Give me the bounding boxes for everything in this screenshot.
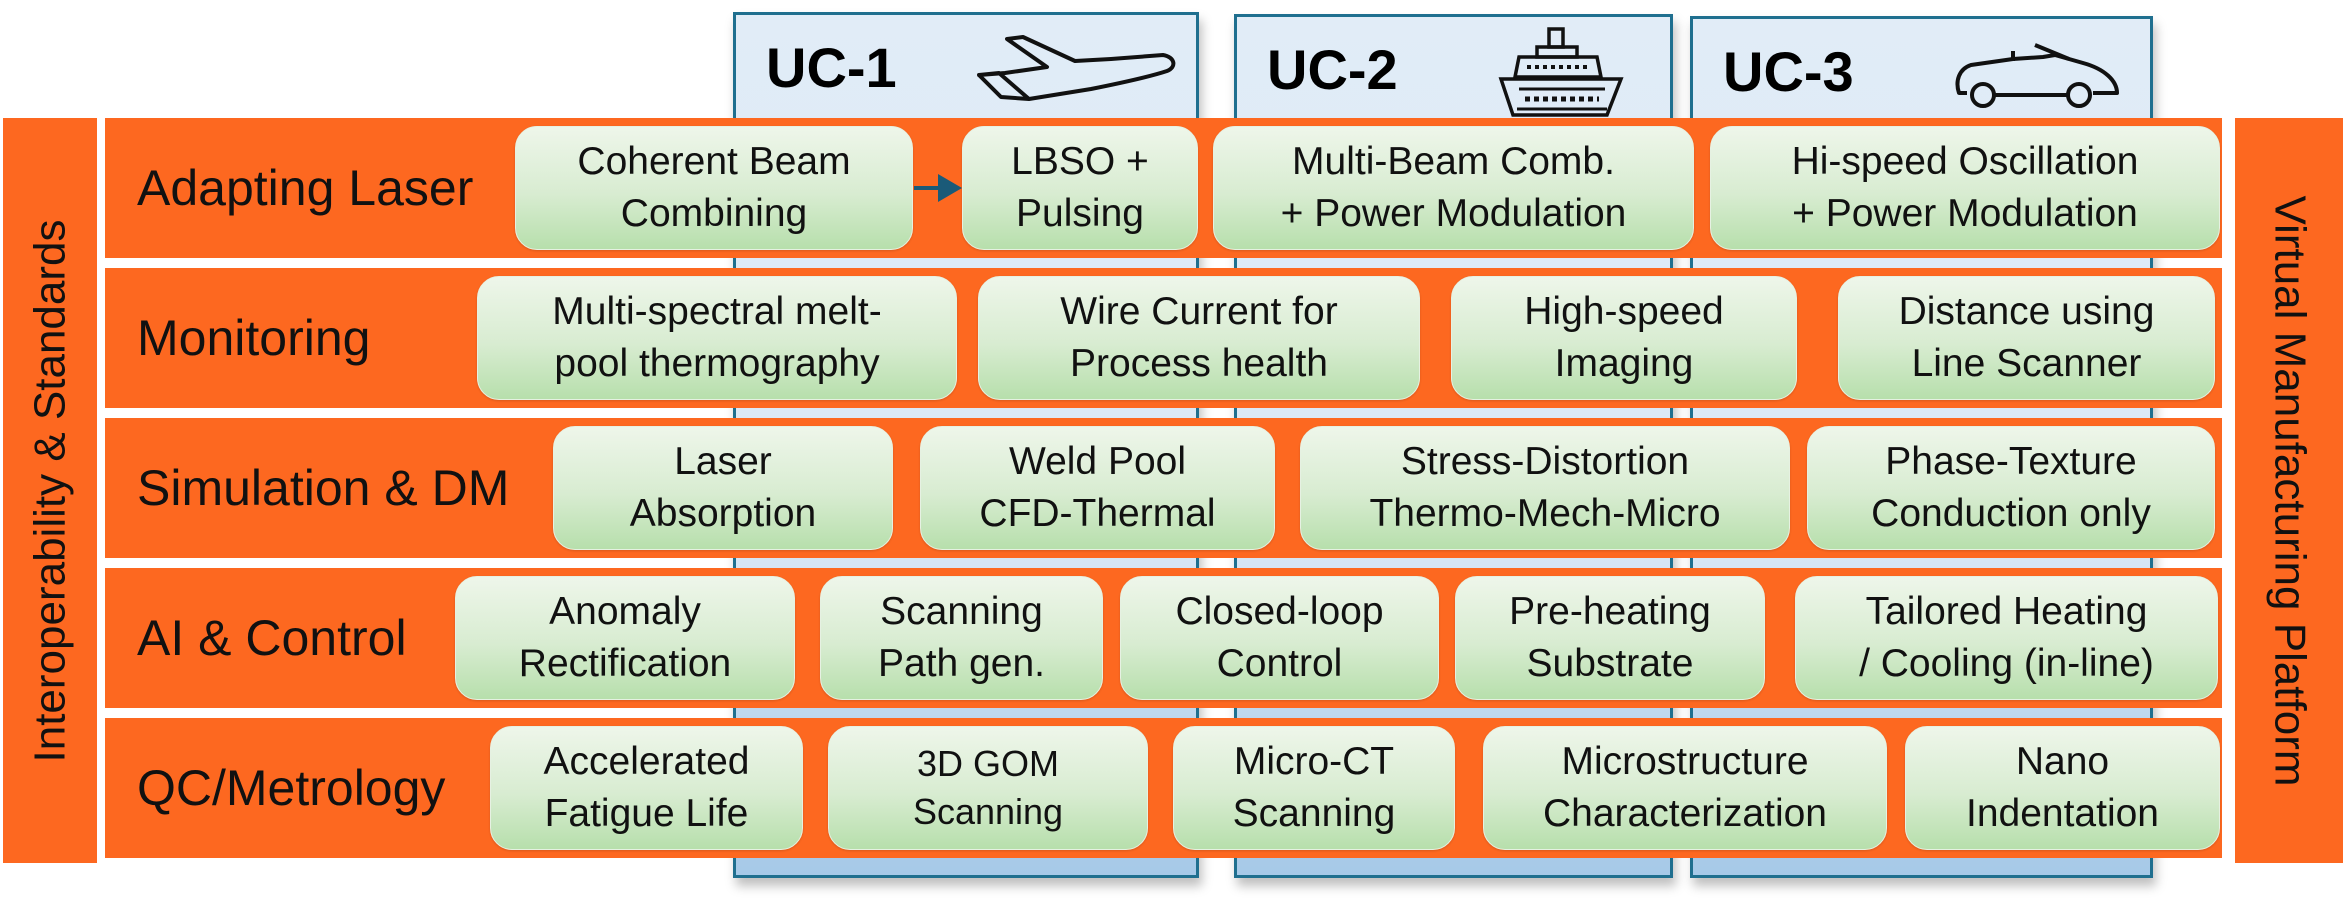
car-icon [1955, 43, 2119, 108]
capability-card: Pre-heating Substrate [1455, 576, 1765, 700]
interoperability-standards-bar: Interoperability & Standards [3, 118, 97, 863]
capability-card: Phase-Texture Conduction only [1807, 426, 2215, 550]
capability-card: Scanning Path gen. [820, 576, 1103, 700]
airplane-icon [977, 35, 1176, 101]
capability-card: High-speed Imaging [1451, 276, 1797, 400]
capability-card: Weld Pool CFD-Thermal [920, 426, 1275, 550]
capability-card: Closed-loop Control [1120, 576, 1439, 700]
row-adapting-laser: Adapting Laser Coherent Beam Combining L… [105, 118, 2222, 258]
capability-card: Multi-spectral melt- pool thermography [477, 276, 957, 400]
capability-card: Coherent Beam Combining [515, 126, 913, 250]
arrow-right-icon [914, 174, 962, 202]
row-monitoring: Monitoring Multi-spectral melt- pool the… [105, 268, 2222, 408]
capability-card: Laser Absorption [553, 426, 893, 550]
row-label: Monitoring [137, 310, 371, 366]
ship-icon [1498, 27, 1624, 117]
row-ai-control: AI & Control Anomaly Rectification Scann… [105, 568, 2222, 708]
virtual-manufacturing-platform-bar: Virtual Manufacturing Platform [2235, 118, 2343, 863]
virtual-manufacturing-platform-label: Virtual Manufacturing Platform [2265, 194, 2315, 787]
capability-card: Wire Current for Process health [978, 276, 1420, 400]
capability-card: Stress-Distortion Thermo-Mech-Micro [1300, 426, 1790, 550]
row-label: QC/Metrology [137, 760, 446, 816]
row-label: Adapting Laser [137, 160, 474, 216]
capability-card: Distance using Line Scanner [1838, 276, 2215, 400]
capability-card: Nano Indentation [1905, 726, 2220, 850]
interoperability-standards-label: Interoperability & Standards [25, 219, 75, 762]
capability-card: 3D GOM Scanning [828, 726, 1148, 850]
use-case-label: UC-2 [1267, 38, 1398, 101]
capability-card: Micro-CT Scanning [1173, 726, 1455, 850]
capability-card: LBSO + Pulsing [962, 126, 1198, 250]
capability-card: Tailored Heating / Cooling (in-line) [1795, 576, 2218, 700]
use-case-label: UC-3 [1723, 40, 1854, 103]
row-qc-metrology: QC/Metrology Accelerated Fatigue Life 3D… [105, 718, 2222, 858]
capability-card: Microstructure Characterization [1483, 726, 1887, 850]
capability-card: Accelerated Fatigue Life [490, 726, 803, 850]
row-label: AI & Control [137, 610, 407, 666]
capability-card: Anomaly Rectification [455, 576, 795, 700]
capability-card: Hi-speed Oscillation + Power Modulation [1710, 126, 2220, 250]
use-case-label: UC-1 [766, 36, 897, 99]
row-simulation-dm: Simulation & DM Laser Absorption Weld Po… [105, 418, 2222, 558]
capability-card: Multi-Beam Comb. + Power Modulation [1213, 126, 1694, 250]
row-label: Simulation & DM [137, 460, 510, 516]
